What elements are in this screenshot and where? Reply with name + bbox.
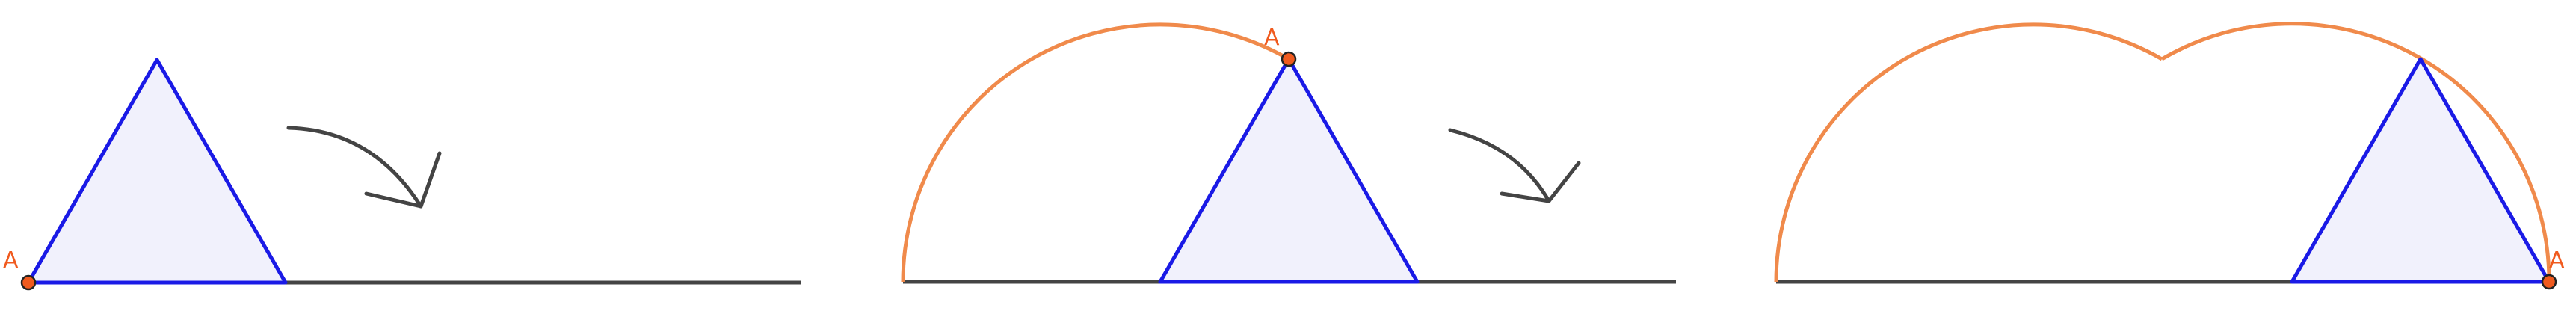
point-a-3 [2541,274,2557,290]
point-a-label-3: A [2549,247,2565,274]
point-a-2 [1281,51,1297,67]
rotation-arrow-1 [286,126,423,209]
panel-1: A [3,58,801,291]
point-a-label-2: A [1264,25,1280,51]
point-a-1 [20,274,37,291]
point-a-label-1: A [3,247,19,274]
triangle-outline-3 [2290,57,2551,284]
triangle-outline-1 [26,58,288,285]
triangle-fill-3 [2292,59,2549,282]
rotation-arrow-2 [1448,128,1551,203]
panel-2: A [901,22,1676,284]
triangle-outline-2 [1158,57,1420,284]
triangle-fill-1 [28,60,286,283]
rotation-arrowhead-2 [1500,161,1581,203]
locus-arc-first [1774,22,2163,283]
locus-arc-1 [901,22,1290,283]
triangle-fill-2 [1160,59,1417,282]
panel-3: A [1774,22,2565,290]
rotation-arrowhead-1 [364,151,442,209]
